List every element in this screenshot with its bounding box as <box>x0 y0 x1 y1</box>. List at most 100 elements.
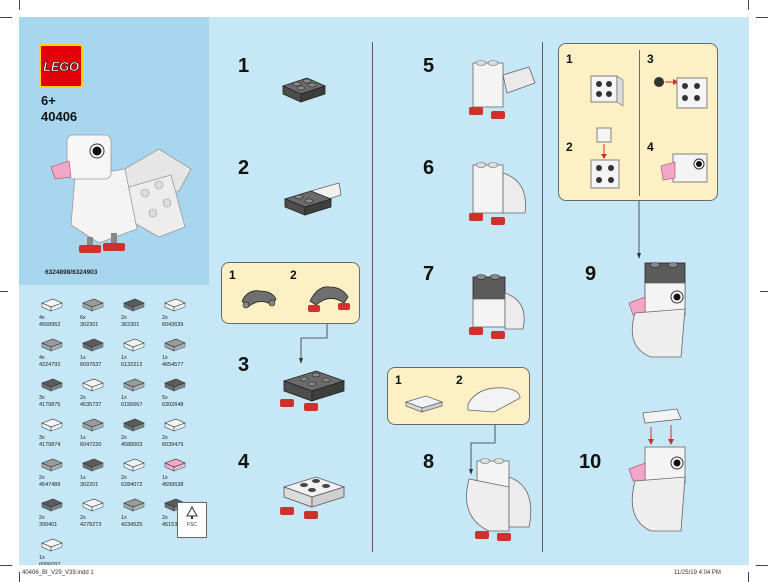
part-quantity: 1x <box>39 555 45 561</box>
footer-file-name: 40406_BI_V29_V39.indd 1 <box>22 570 94 576</box>
part-quantity: 3x <box>39 395 45 401</box>
callout-part-image <box>467 387 521 413</box>
crop-mark <box>748 0 749 10</box>
part-quantity: 1x <box>121 515 127 521</box>
step3-subassembly-callout: 1 2 <box>221 262 360 324</box>
callout-connector <box>299 324 328 364</box>
part-icon <box>41 538 63 552</box>
callout-part-image <box>404 395 444 413</box>
part-id: 4179875 <box>39 402 61 408</box>
part-id: 4654577 <box>162 362 184 368</box>
part-id: 6302648 <box>162 402 184 408</box>
fsc-text: FSC <box>187 522 197 528</box>
part-id: 362301 <box>121 322 140 328</box>
column-divider <box>372 42 373 552</box>
lego-logo-text: LEGO <box>43 58 80 74</box>
part-icon <box>82 298 104 312</box>
part-icon <box>41 498 63 512</box>
part-id: 6156667 <box>121 402 143 408</box>
part-id: 4179874 <box>39 442 61 448</box>
part-quantity: 1x <box>162 475 168 481</box>
part-icon <box>82 418 104 432</box>
lego-logo: LEGO <box>39 44 83 88</box>
part-id: 6043639 <box>162 322 184 328</box>
step-number-2: 2 <box>238 157 250 179</box>
element-codes: 6324898/6324903 <box>45 269 98 276</box>
part-quantity: 2x <box>121 435 127 441</box>
part-icon <box>123 418 145 432</box>
part-id: 300401 <box>39 522 58 528</box>
crop-mark <box>19 572 20 582</box>
callout-connector <box>469 425 496 475</box>
part-icon <box>82 378 104 392</box>
part-id: 6132212 <box>121 362 143 368</box>
callout-step-number: 1 <box>229 268 236 282</box>
part-icon <box>41 338 63 352</box>
part-icon <box>164 378 186 392</box>
callout-part-image <box>590 127 620 189</box>
part-icon <box>164 458 186 472</box>
crop-mark <box>756 565 768 566</box>
part-icon <box>41 298 63 312</box>
age-rating: 6+ <box>41 93 56 108</box>
part-id: 4588003 <box>121 442 143 448</box>
cover-panel: LEGO 6+ 40406 <box>19 17 209 285</box>
callout-part-image <box>654 77 708 109</box>
part-icon <box>123 378 145 392</box>
part-id: 4278273 <box>80 522 102 528</box>
callout-part-image <box>241 290 277 309</box>
part-quantity: 2x <box>162 315 168 321</box>
part-quantity: 1x <box>162 355 168 361</box>
part-icon <box>41 378 63 392</box>
step-number-1: 1 <box>238 55 250 77</box>
part-id: 6047220 <box>80 442 102 448</box>
part-icon <box>82 338 104 352</box>
part-icon <box>41 458 63 472</box>
instruction-sheet: LEGO 6+ 40406 <box>19 17 749 565</box>
part-id: 6066097 <box>39 562 61 565</box>
callout-connector <box>637 201 641 259</box>
part-icon <box>164 418 186 432</box>
callout-part-image <box>590 75 624 107</box>
step-number-6: 6 <box>423 157 435 179</box>
part-quantity: 1x <box>80 435 86 441</box>
crop-mark <box>756 17 768 18</box>
part-quantity: 4x <box>39 315 45 321</box>
column-divider <box>542 42 543 552</box>
callout-step-number: 3 <box>647 52 654 66</box>
part-quantity: 4x <box>39 355 45 361</box>
fsc-logo: FSC <box>177 502 207 538</box>
part-id: 302301 <box>80 322 99 328</box>
step-number-9: 9 <box>585 263 597 285</box>
part-id: 6097637 <box>80 362 102 368</box>
crop-mark <box>0 291 8 292</box>
crop-mark <box>760 291 768 292</box>
callout-step-number: 2 <box>456 373 463 387</box>
part-quantity: 2x <box>162 515 168 521</box>
part-id: 4535737 <box>80 402 102 408</box>
step3-assembly-image <box>280 370 346 411</box>
footer-timestamp: 11/25/19 4:04 PM <box>674 570 721 576</box>
part-icon <box>164 298 186 312</box>
